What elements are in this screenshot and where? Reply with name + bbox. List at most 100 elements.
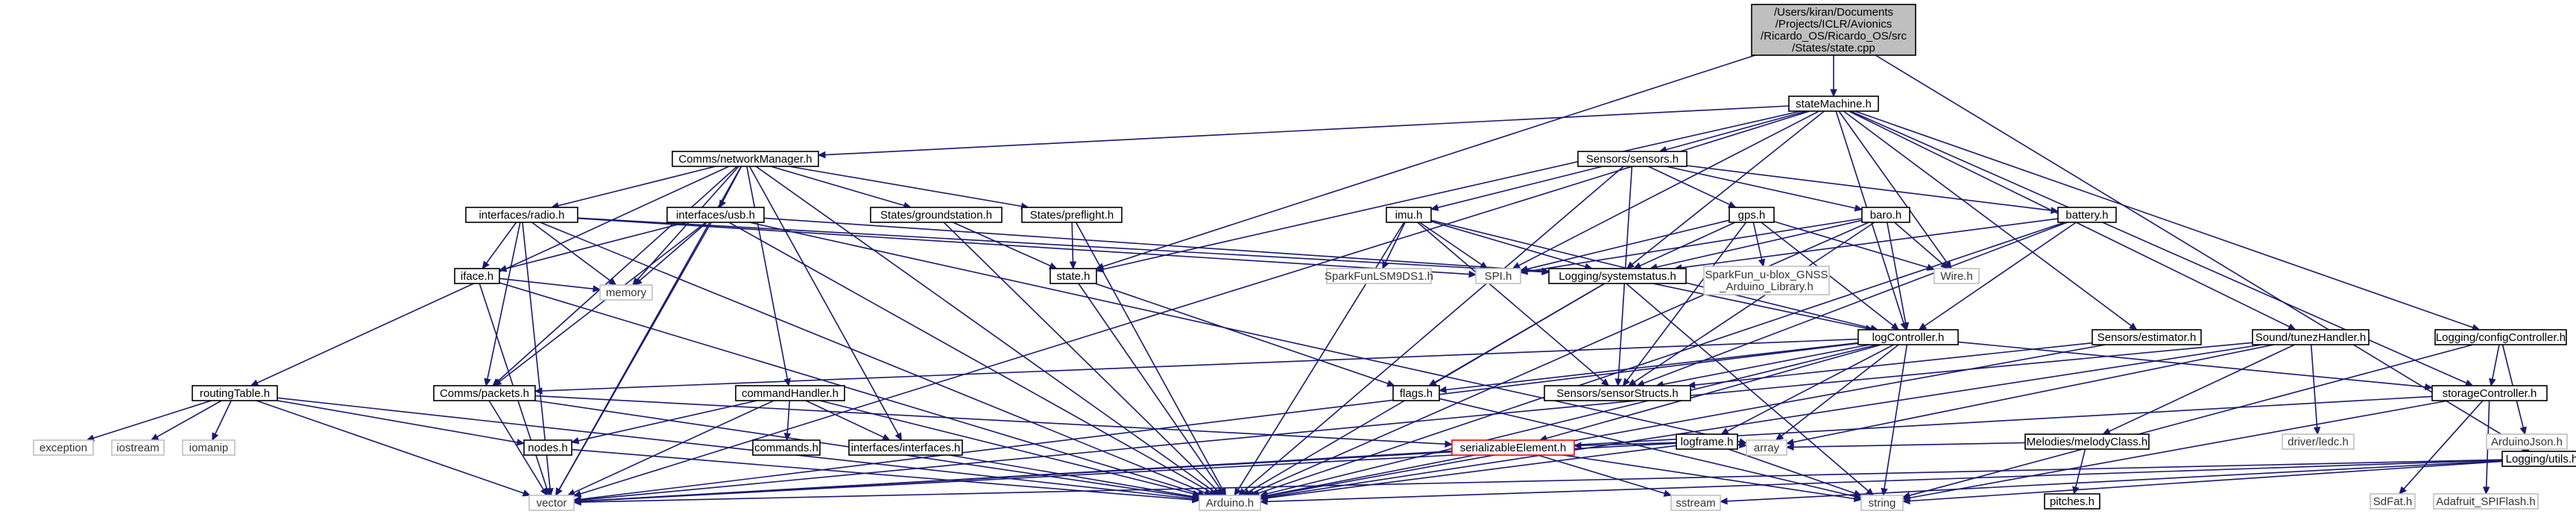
node-box [1703,266,1830,295]
node-box [599,284,653,301]
node-label: /States/state.cpp [1792,42,1875,54]
edge-gps-to-ublox [1752,222,1766,268]
edge-commandHandler-to-vector [566,400,774,496]
node-battery-h[interactable]: battery.h [2057,207,2117,223]
node-gps-h[interactable]: gps.h [1729,207,1775,223]
node-iface-h[interactable]: iface.h [454,268,500,284]
node-states-preflight-h[interactable]: States/preflight.h [1021,207,1123,223]
node-label: interfaces/radio.h [479,209,564,222]
node-label: /Projects/ICLR/Avionics [1775,18,1892,31]
edge-loggingUtils-to-arduino [1259,460,2503,506]
node-serializableelement-h[interactable]: serializableElement.h [1451,439,1575,456]
node-label: Wire.h [1940,270,1972,283]
node-box [1548,268,1687,284]
node-label: Comms/networkManager.h [678,153,812,166]
node-label: SdFat.h [2373,495,2413,508]
node-label: memory [606,286,647,299]
node-label: Sensors/sensorStructs.h [1556,387,1678,400]
node-commandhandler-h[interactable]: commandHandler.h [735,385,845,401]
edge-groundstation-to-state_h [953,222,1058,269]
edge-routingTable-to-arduino [277,397,1201,503]
node-label: States/preflight.h [1030,209,1114,222]
edge-loggingUtils-to-string [1901,460,2503,505]
node-box [1021,207,1123,223]
node-array: array [1746,439,1787,456]
edge-state_h-to-flags [1095,283,1395,387]
node-label: flags.h [1400,387,1433,400]
node-users-kiran-documents-projects-iclr-avionics-ricardo-os-ricardo-os-src-states-state-cpp[interactable]: /Users/kiran/Documents/Projects/ICLR/Avi… [1751,4,1916,56]
node-label: SPI.h [1485,270,1512,283]
edge-commandHandler-to-nodes [570,400,757,445]
node-comms-packets-h[interactable]: Comms/packets.h [433,385,536,401]
node-statemachine-h[interactable]: stateMachine.h [1788,95,1879,112]
node-label: serializableElement.h [1460,442,1567,454]
node-imu-h[interactable]: imu.h [1386,207,1432,223]
node-box [182,439,236,456]
node-label: SparkFun_u-blox_GNSS [1705,269,1828,281]
node-label: /Users/kiran/Documents [1774,6,1893,19]
edge-battery-to-logController [1918,222,2077,330]
node-arduino-h: Arduino.h [1199,495,1261,511]
node-flags-h[interactable]: flags.h [1392,385,1440,401]
node-arduinojson-h: ArduinoJson.h [2486,433,2568,450]
node-state-h[interactable]: state.h [1049,268,1097,284]
node-label: Logging/systemstatus.h [1559,270,1676,283]
edge-radio-to-memory [531,222,617,286]
node-comms-networkmanager-h[interactable]: Comms/networkManager.h [672,151,819,167]
edge-networkManager-to-commandHandler [746,166,791,387]
node-label: driver/ledc.h [2288,436,2349,448]
edge-configController-to-storageController [2489,344,2500,387]
node-label: commands.h [754,442,818,454]
node-box [1049,268,1097,284]
node-interfaces-usb-h[interactable]: interfaces/usb.h [666,207,765,223]
node-sensors-sensorstructs-h[interactable]: Sensors/sensorStructs.h [1544,385,1691,401]
node-label: Melodies/melodyClass.h [2027,436,2148,448]
edge-serializable-to-string [1562,454,1863,503]
node-nodes-h[interactable]: nodes.h [523,439,572,456]
edge-battery-to-sensorStructs [1636,222,2068,387]
node-states-groundstation-h[interactable]: States/groundstation.h [870,207,1003,223]
node-pitches-h[interactable]: pitches.h [2044,493,2100,510]
node-sound-tunezhandler-h[interactable]: Sound/tunezHandler.h [2252,329,2370,345]
node-adafruit-spiflash-h: Adafruit_SPIFlash.h [2433,493,2539,510]
node-interfaces-interfaces-h[interactable]: interfaces/interfaces.h [848,439,963,456]
edge-sensors-to-imu [1430,166,1603,211]
node-logframe-h[interactable]: logframe.h [1676,433,1738,450]
node-logging-systemstatus-h[interactable]: Logging/systemstatus.h [1548,268,1687,284]
node-box [2370,493,2416,510]
node-storagecontroller-h[interactable]: storageController.h [2431,385,2548,401]
node-label: Comms/packets.h [440,387,529,400]
node-box [2024,433,2150,450]
node-baro-h[interactable]: baro.h [1861,207,1910,223]
edge-iface-to-memory [499,278,602,292]
node-box [33,439,94,456]
node-label: gps.h [1738,209,1766,222]
edge-logframe-to-string [1728,448,1863,497]
node-wire-h: Wire.h [1933,268,1980,284]
node-label: string [1869,497,1896,510]
node-label: Sensors/sensors.h [1586,153,1679,166]
node-logging-utils-h[interactable]: Logging/utils.h [2501,451,2576,467]
edge-preflight-to-arduino [1075,222,1227,497]
node-box [1860,495,1904,511]
edge-routingTable-to-iostream [150,400,222,441]
node-label: logframe.h [1681,436,1734,448]
node-box [1933,268,1980,284]
node-commands-h[interactable]: commands.h [752,439,821,456]
node-sensors-sensors-h[interactable]: Sensors/sensors.h [1577,151,1688,167]
node-label: Sound/tunezHandler.h [2255,331,2366,344]
node-melodies-melodyclass-h[interactable]: Melodies/melodyClass.h [2024,433,2150,450]
node-logcontroller-h[interactable]: logController.h [1857,329,1959,345]
node-label: iface.h [461,270,493,283]
node-box [870,207,1003,223]
node-spi-h: SPI.h [1475,268,1521,284]
edge-logframe-to-serializable [1573,442,1677,449]
node-exception: exception [33,439,94,456]
node-sensors-estimator-h[interactable]: Sensors/estimator.h [2092,329,2202,345]
node-label: iomanip [189,442,229,454]
node-logging-configcontroller-h[interactable]: Logging/configController.h [2434,329,2567,345]
node-label: pitches.h [2050,495,2094,508]
node-routingtable-h[interactable]: routingTable.h [192,385,278,401]
node-box [672,151,819,167]
node-interfaces-radio-h[interactable]: interfaces/radio.h [465,207,578,223]
